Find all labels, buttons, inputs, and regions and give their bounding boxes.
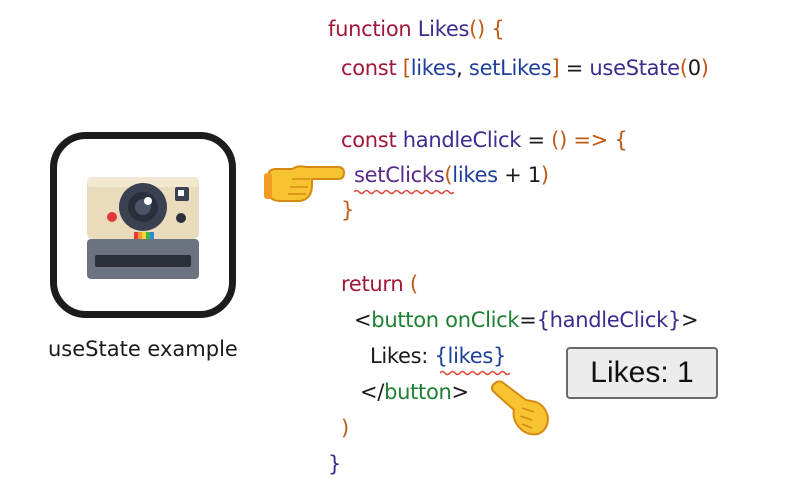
code-line-3: const handleClick = () => {	[341, 128, 628, 152]
code-line-4: setClicks(likes + 1)	[354, 163, 549, 187]
code-line-2: const [likes, setLikes] = useState(0)	[341, 56, 709, 80]
code-line-7: <button onClick={handleClick}>	[354, 308, 699, 332]
code-line-8: Likes: {likes}	[370, 344, 507, 368]
code-line-10: )	[341, 416, 349, 440]
code-line-11: }	[328, 452, 342, 476]
code-line-6: return (	[341, 272, 418, 296]
pointing-hand-right-icon	[264, 165, 346, 202]
code-line-9: </button>	[360, 380, 469, 404]
error-squiggle-setclicks	[354, 189, 454, 195]
icon-caption: useState example	[48, 337, 238, 361]
code-line-5: }	[341, 198, 355, 222]
likes-result-button[interactable]: Likes: 1	[566, 347, 718, 399]
app-icon-frame	[50, 132, 236, 318]
error-squiggle-likes	[440, 370, 510, 376]
pointing-hand-up-left-icon	[491, 380, 550, 436]
code-line-1: function Likes() {	[328, 17, 505, 41]
instant-camera-icon	[87, 177, 199, 279]
